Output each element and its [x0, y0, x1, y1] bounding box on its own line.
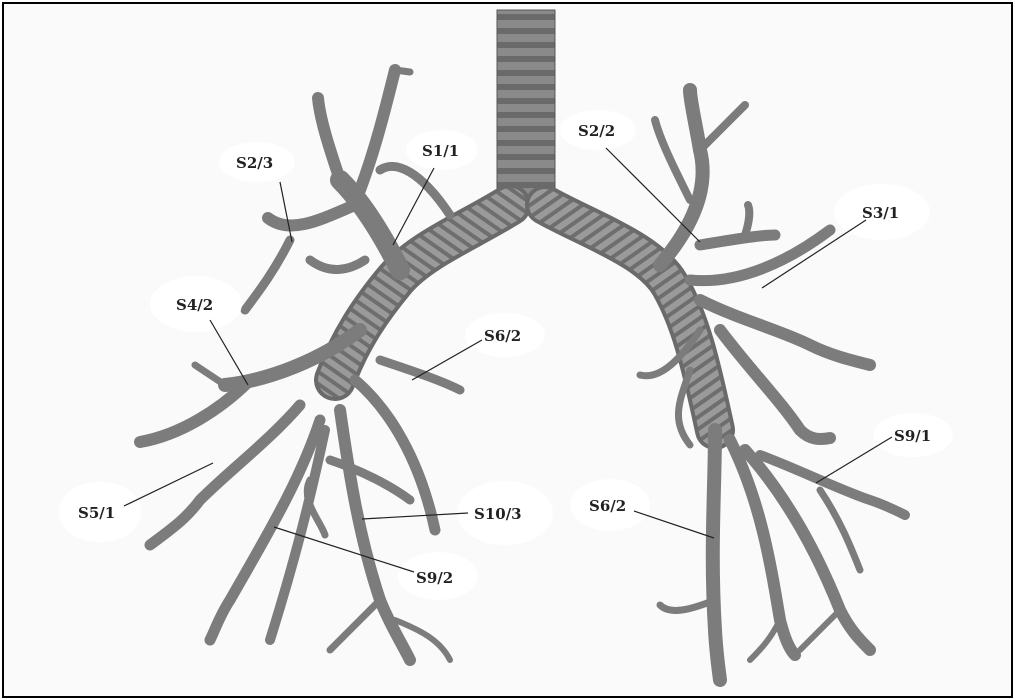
label-s6-2-left-leader — [412, 340, 482, 380]
label-s3-1: S3/1 — [762, 184, 930, 288]
label-s2-2-text: S2/2 — [578, 122, 615, 140]
label-s9-1-text: S9/1 — [894, 427, 931, 445]
label-s1-1-text: S1/1 — [422, 142, 459, 160]
label-s10-3-leader — [362, 513, 468, 519]
label-s2-3-text: S2/3 — [236, 154, 273, 172]
label-s5-1-text: S5/1 — [78, 504, 115, 522]
label-s6-2-right: S6/2 — [570, 479, 714, 538]
label-s10-3-text: S10/3 — [474, 505, 522, 523]
trachea — [497, 10, 555, 210]
label-s9-2-text: S9/2 — [416, 569, 453, 587]
label-s2-3-leader — [280, 182, 292, 242]
label-s9-1: S9/1 — [816, 413, 953, 483]
label-s6-2-left-text: S6/2 — [484, 327, 521, 345]
label-s5-1: S5/1 — [58, 463, 213, 542]
label-s3-1-text: S3/1 — [862, 204, 899, 222]
label-s6-2-left: S6/2 — [412, 313, 545, 380]
label-s6-2-right-leader — [634, 511, 714, 538]
label-s4-2-text: S4/2 — [176, 296, 213, 314]
right-lung-branches — [640, 90, 905, 680]
label-s6-2-right-text: S6/2 — [589, 497, 626, 515]
